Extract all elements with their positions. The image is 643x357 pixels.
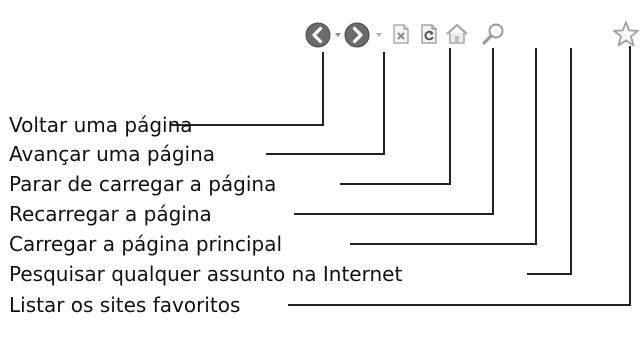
back-icon[interactable] [305, 22, 331, 48]
leader-line-back [170, 52, 324, 126]
legend-label-stop: Parar de carregar a página [9, 172, 277, 196]
leader-line-home [350, 48, 537, 245]
legend-label-search: Pesquisar qualquer assunto na Internet [9, 262, 403, 286]
legend-label-favorites: Listar os sites favoritos [9, 293, 241, 317]
leader-line-stop [340, 48, 451, 185]
forward-icon[interactable] [344, 22, 370, 48]
dropdown-arrow-icon[interactable] [376, 33, 382, 38]
refresh-icon[interactable] [421, 24, 437, 44]
dropdown-arrow-icon[interactable] [335, 33, 341, 38]
leader-line-search [527, 48, 572, 275]
leader-line-refresh [294, 48, 494, 215]
favorites-star-icon[interactable] [612, 20, 640, 48]
stop-icon[interactable] [393, 24, 409, 44]
legend-label-home: Carregar a página principal [9, 232, 283, 256]
legend-label-forward: Avançar uma página [9, 142, 216, 166]
leader-line-favorites [288, 46, 631, 306]
legend-label-back: Voltar uma página [9, 113, 193, 137]
search-icon[interactable] [480, 22, 506, 48]
leader-line-forward [266, 52, 385, 155]
legend-label-refresh: Recarregar a página [9, 202, 212, 226]
browser-toolbar [292, 0, 643, 76]
home-icon[interactable] [445, 22, 469, 46]
